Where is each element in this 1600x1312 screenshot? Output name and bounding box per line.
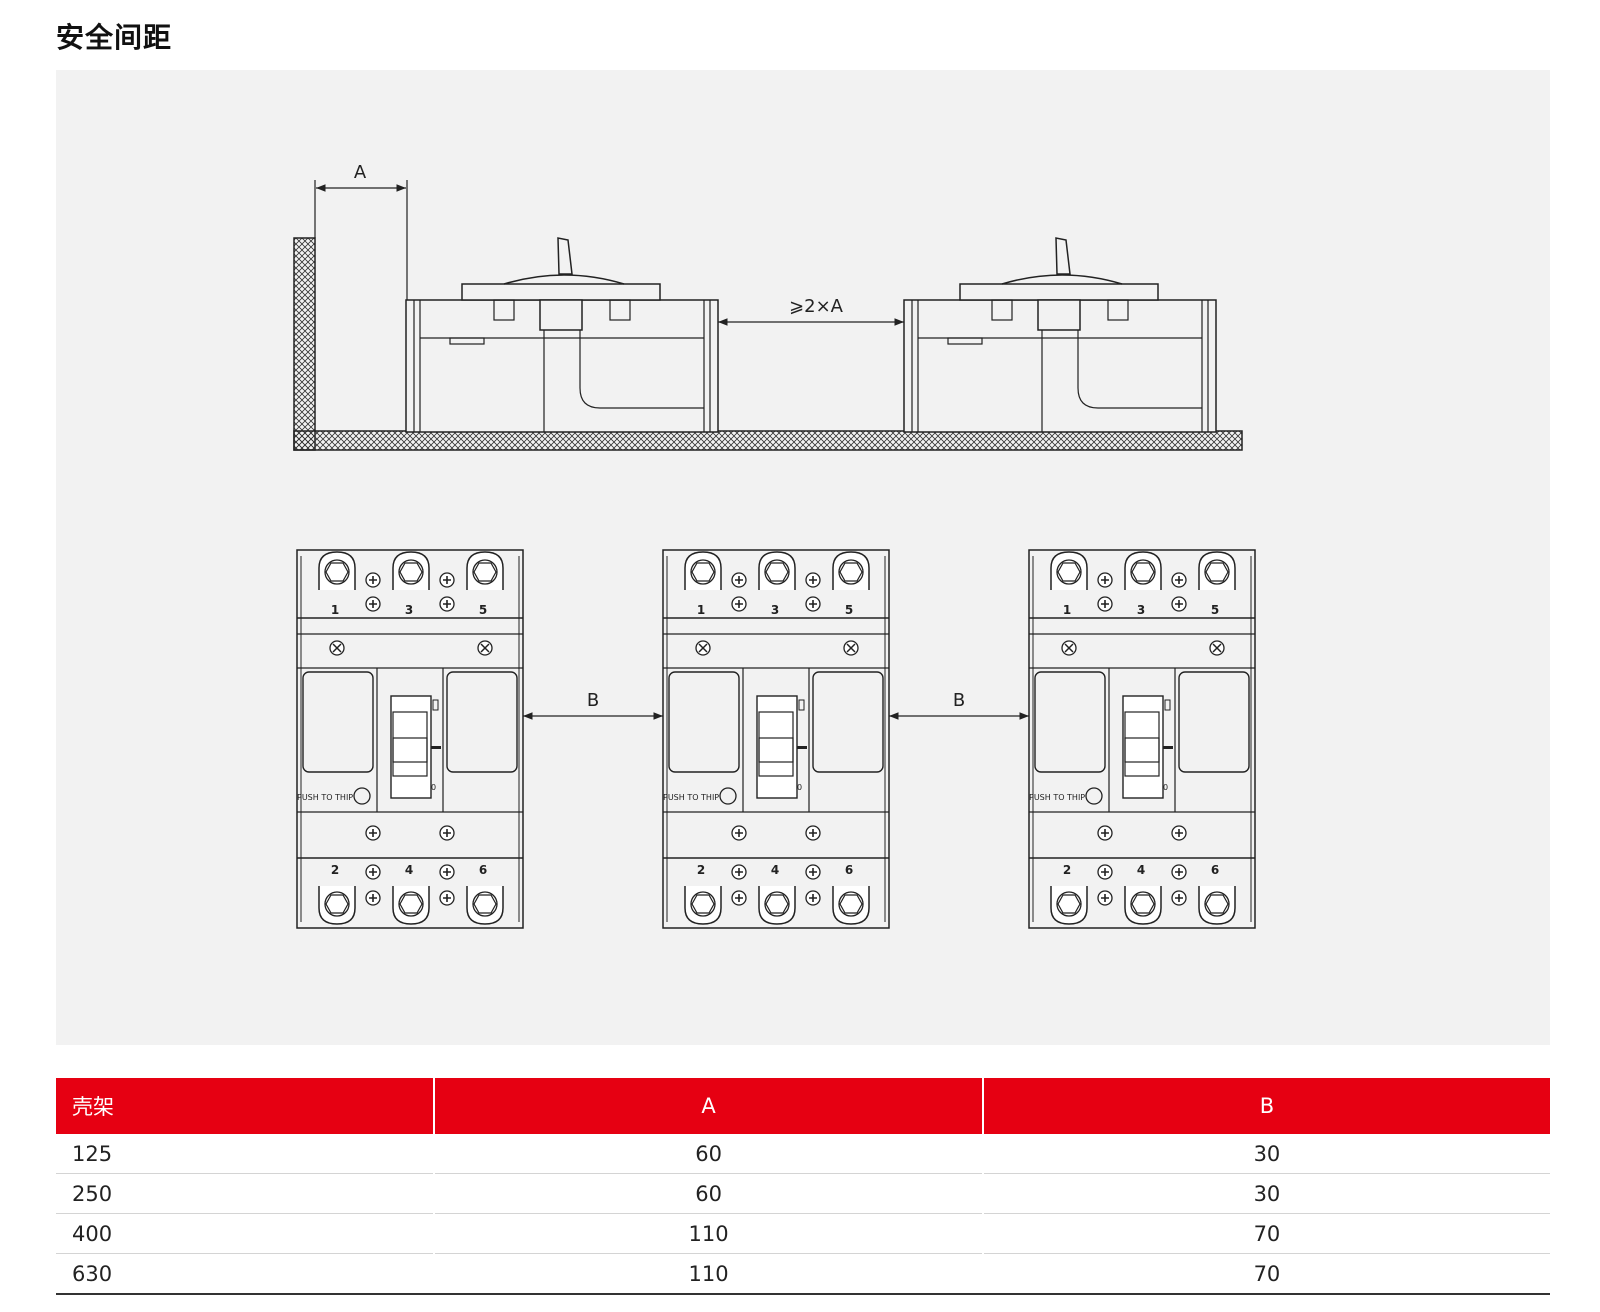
terminal-label: 2 [1063,863,1071,877]
off-mark: 0 [797,783,802,792]
table-cell: 70 [981,1253,1550,1295]
side-breaker-1 [405,237,719,433]
table-cell: 60 [433,1173,983,1214]
terminal-label: 3 [771,603,779,617]
terminal-label: 1 [697,603,705,617]
side-view: A ⩾2×A [293,162,1243,451]
clearance-table: 壳架 A B 125 60 30 250 60 30 400 110 70 63… [56,1078,1550,1295]
front-view: 1 3 5 1 3 5 1 3 5 2 4 6 2 4 6 2 4 6 PUSH… [297,550,1255,928]
push-to-trip-label: PUSH TO THIP [663,793,719,802]
dimension-b-label: B [587,690,599,711]
terminal-label: 4 [1137,863,1145,877]
header-b: B [981,1078,1550,1134]
header-a: A [433,1078,983,1134]
header-frame: 壳架 [56,1078,435,1134]
terminal-label: 1 [1063,603,1071,617]
table-cell: 110 [433,1213,983,1254]
table-row: 125 60 30 [56,1134,1550,1174]
dimension-2a-label: ⩾2×A [789,296,844,317]
push-to-trip-label: PUSH TO THIP [297,793,353,802]
table-row: 630 110 70 [56,1253,1550,1295]
terminal-label: 2 [331,863,339,877]
terminal-label: 4 [771,863,779,877]
terminal-label: 3 [405,603,413,617]
table-cell: 110 [433,1253,983,1295]
safety-clearance-diagram: A ⩾2×A 1 3 5 1 3 5 1 3 5 2 4 6 2 4 [56,70,1550,1045]
terminal-label: 5 [845,603,853,617]
terminal-label: 3 [1137,603,1145,617]
table-cell: 630 [56,1253,435,1295]
table-cell: 30 [981,1173,1550,1214]
push-to-trip-label: PUSH TO THIP [1029,793,1085,802]
table-cell: 30 [981,1134,1550,1174]
terminal-label: 6 [1211,863,1219,877]
terminal-label: 6 [845,863,853,877]
off-mark: 0 [431,783,436,792]
terminal-label: 2 [697,863,705,877]
terminal-label: 6 [479,863,487,877]
table-row: 250 60 30 [56,1173,1550,1214]
table-cell: 400 [56,1213,435,1254]
left-wall [293,237,316,451]
terminal-label: 5 [1211,603,1219,617]
terminal-label: 1 [331,603,339,617]
table-cell: 60 [433,1134,983,1174]
dimension-a-label: A [354,162,367,183]
table-row: 400 110 70 [56,1213,1550,1254]
dimension-b-label: B [953,690,965,711]
terminal-label: 4 [405,863,413,877]
side-breaker-2 [903,237,1217,433]
mounting-plate [293,430,1243,451]
page-title: 安全间距 [56,21,173,54]
table-header-row: 壳架 A B [56,1078,1550,1134]
table-cell: 70 [981,1213,1550,1254]
table-cell: 125 [56,1134,435,1174]
table-cell: 250 [56,1173,435,1214]
terminal-label: 5 [479,603,487,617]
off-mark: 0 [1163,783,1168,792]
